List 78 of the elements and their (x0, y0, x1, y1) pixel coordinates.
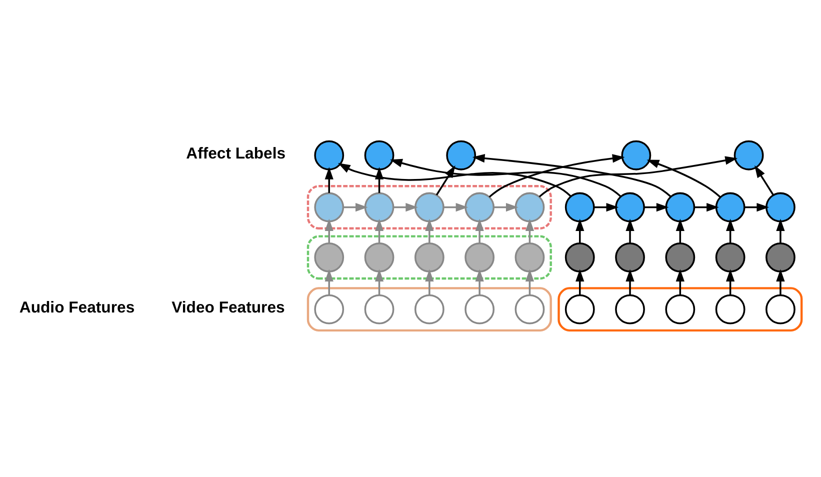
arrow (390, 158, 622, 198)
node-circle (464, 242, 495, 272)
node-circle (564, 294, 595, 324)
arrow (425, 269, 434, 295)
arrow (776, 269, 785, 295)
node-circle (514, 294, 545, 324)
arrow (393, 202, 418, 212)
arrow (525, 269, 534, 295)
node-circle (314, 192, 344, 222)
arrow (494, 202, 518, 212)
arrow (324, 167, 334, 193)
arrow (374, 218, 384, 244)
arrow (324, 269, 334, 295)
arrow (475, 218, 484, 244)
arrow (576, 269, 584, 295)
node-circle (615, 192, 645, 222)
node-circle (464, 192, 495, 222)
node-circle (665, 294, 696, 324)
arrow (744, 202, 770, 212)
node-circle (665, 242, 696, 272)
node-circle (364, 242, 394, 272)
node-circle (665, 192, 696, 222)
node-circle (414, 192, 444, 222)
node-circle (446, 140, 476, 170)
node-circle (364, 192, 394, 222)
node-circle (514, 242, 545, 272)
arrow (776, 218, 785, 244)
arrow (646, 160, 721, 198)
arrow (576, 218, 584, 244)
arrow (626, 269, 634, 295)
arrow (726, 218, 735, 244)
node-circle (314, 242, 344, 272)
arrow (626, 218, 634, 244)
label: Audio Features (19, 299, 135, 316)
arrow (754, 165, 774, 196)
node-circle (615, 294, 645, 324)
node-circle (464, 294, 495, 324)
arrow (676, 269, 684, 295)
node-circle (364, 294, 394, 324)
arrow (425, 218, 434, 244)
node-circle (564, 242, 595, 272)
node-circle (766, 242, 796, 272)
node-circle (314, 140, 344, 170)
arrow (444, 202, 468, 212)
node-circle (364, 140, 394, 170)
arrow (475, 269, 484, 295)
label: Video Features (172, 299, 285, 316)
label: Affect Labels (186, 145, 286, 162)
node-circle (715, 192, 746, 222)
arrow (343, 202, 368, 212)
arrow (472, 154, 672, 198)
arrow (594, 202, 619, 212)
arrow (538, 156, 738, 198)
node-circle (734, 140, 764, 170)
node-circle (514, 192, 545, 222)
cluster (558, 287, 803, 332)
node-circle (766, 294, 796, 324)
arrow (676, 218, 684, 244)
arrow (525, 218, 534, 244)
arrow (374, 269, 384, 295)
node-circle (621, 140, 652, 170)
node-circle (564, 192, 595, 222)
node-circle (414, 294, 444, 324)
arrow (324, 218, 334, 244)
arrow (726, 269, 735, 295)
cluster (306, 287, 552, 332)
cluster (306, 185, 552, 230)
arrow (488, 154, 625, 198)
node-circle (414, 242, 444, 272)
cluster (306, 235, 552, 280)
node-circle (715, 242, 746, 272)
arrow (644, 202, 669, 212)
arrow (338, 162, 572, 197)
arrow (694, 202, 719, 212)
node-circle (615, 242, 645, 272)
node-circle (766, 192, 796, 222)
node-circle (715, 294, 746, 324)
node-circle (314, 294, 344, 324)
